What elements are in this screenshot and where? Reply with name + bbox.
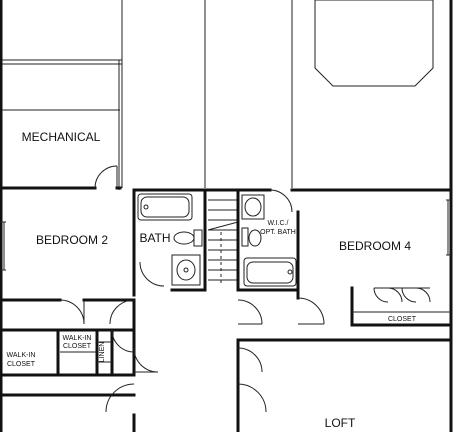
- stairs: [206, 188, 240, 285]
- bedroom-4-label: BEDROOM 4: [339, 239, 411, 253]
- wic-label-line2: OPT. BATH: [260, 229, 296, 236]
- walkin-closet-mid-label-2: CLOSET: [63, 343, 92, 350]
- wic-opt-bath: [236, 188, 453, 292]
- loft-label: LOFT: [325, 416, 356, 430]
- bath-label: BATH: [139, 231, 170, 245]
- bath: [132, 188, 207, 292]
- walkin-closet-left-label-1: WALK-IN: [7, 352, 36, 359]
- bedroom-4: [296, 199, 453, 327]
- wic-label-line1: W.I.C./: [268, 220, 289, 227]
- linen-label: LINEN: [99, 342, 106, 363]
- skylight-outline: [314, 0, 434, 87]
- bedroom-2: [0, 188, 136, 325]
- walkin-closet-left-label-2: CLOSET: [7, 361, 36, 368]
- closet-label: CLOSET: [388, 316, 417, 323]
- mechanical-label: MECHANICAL: [22, 130, 101, 144]
- walkin-closet-mid-label-1: WALK-IN: [63, 335, 92, 342]
- bedroom-2-label: BEDROOM 2: [36, 233, 108, 247]
- closets: [0, 298, 136, 397]
- mechanical-room: [0, 165, 122, 190]
- hall-doors: [105, 299, 453, 432]
